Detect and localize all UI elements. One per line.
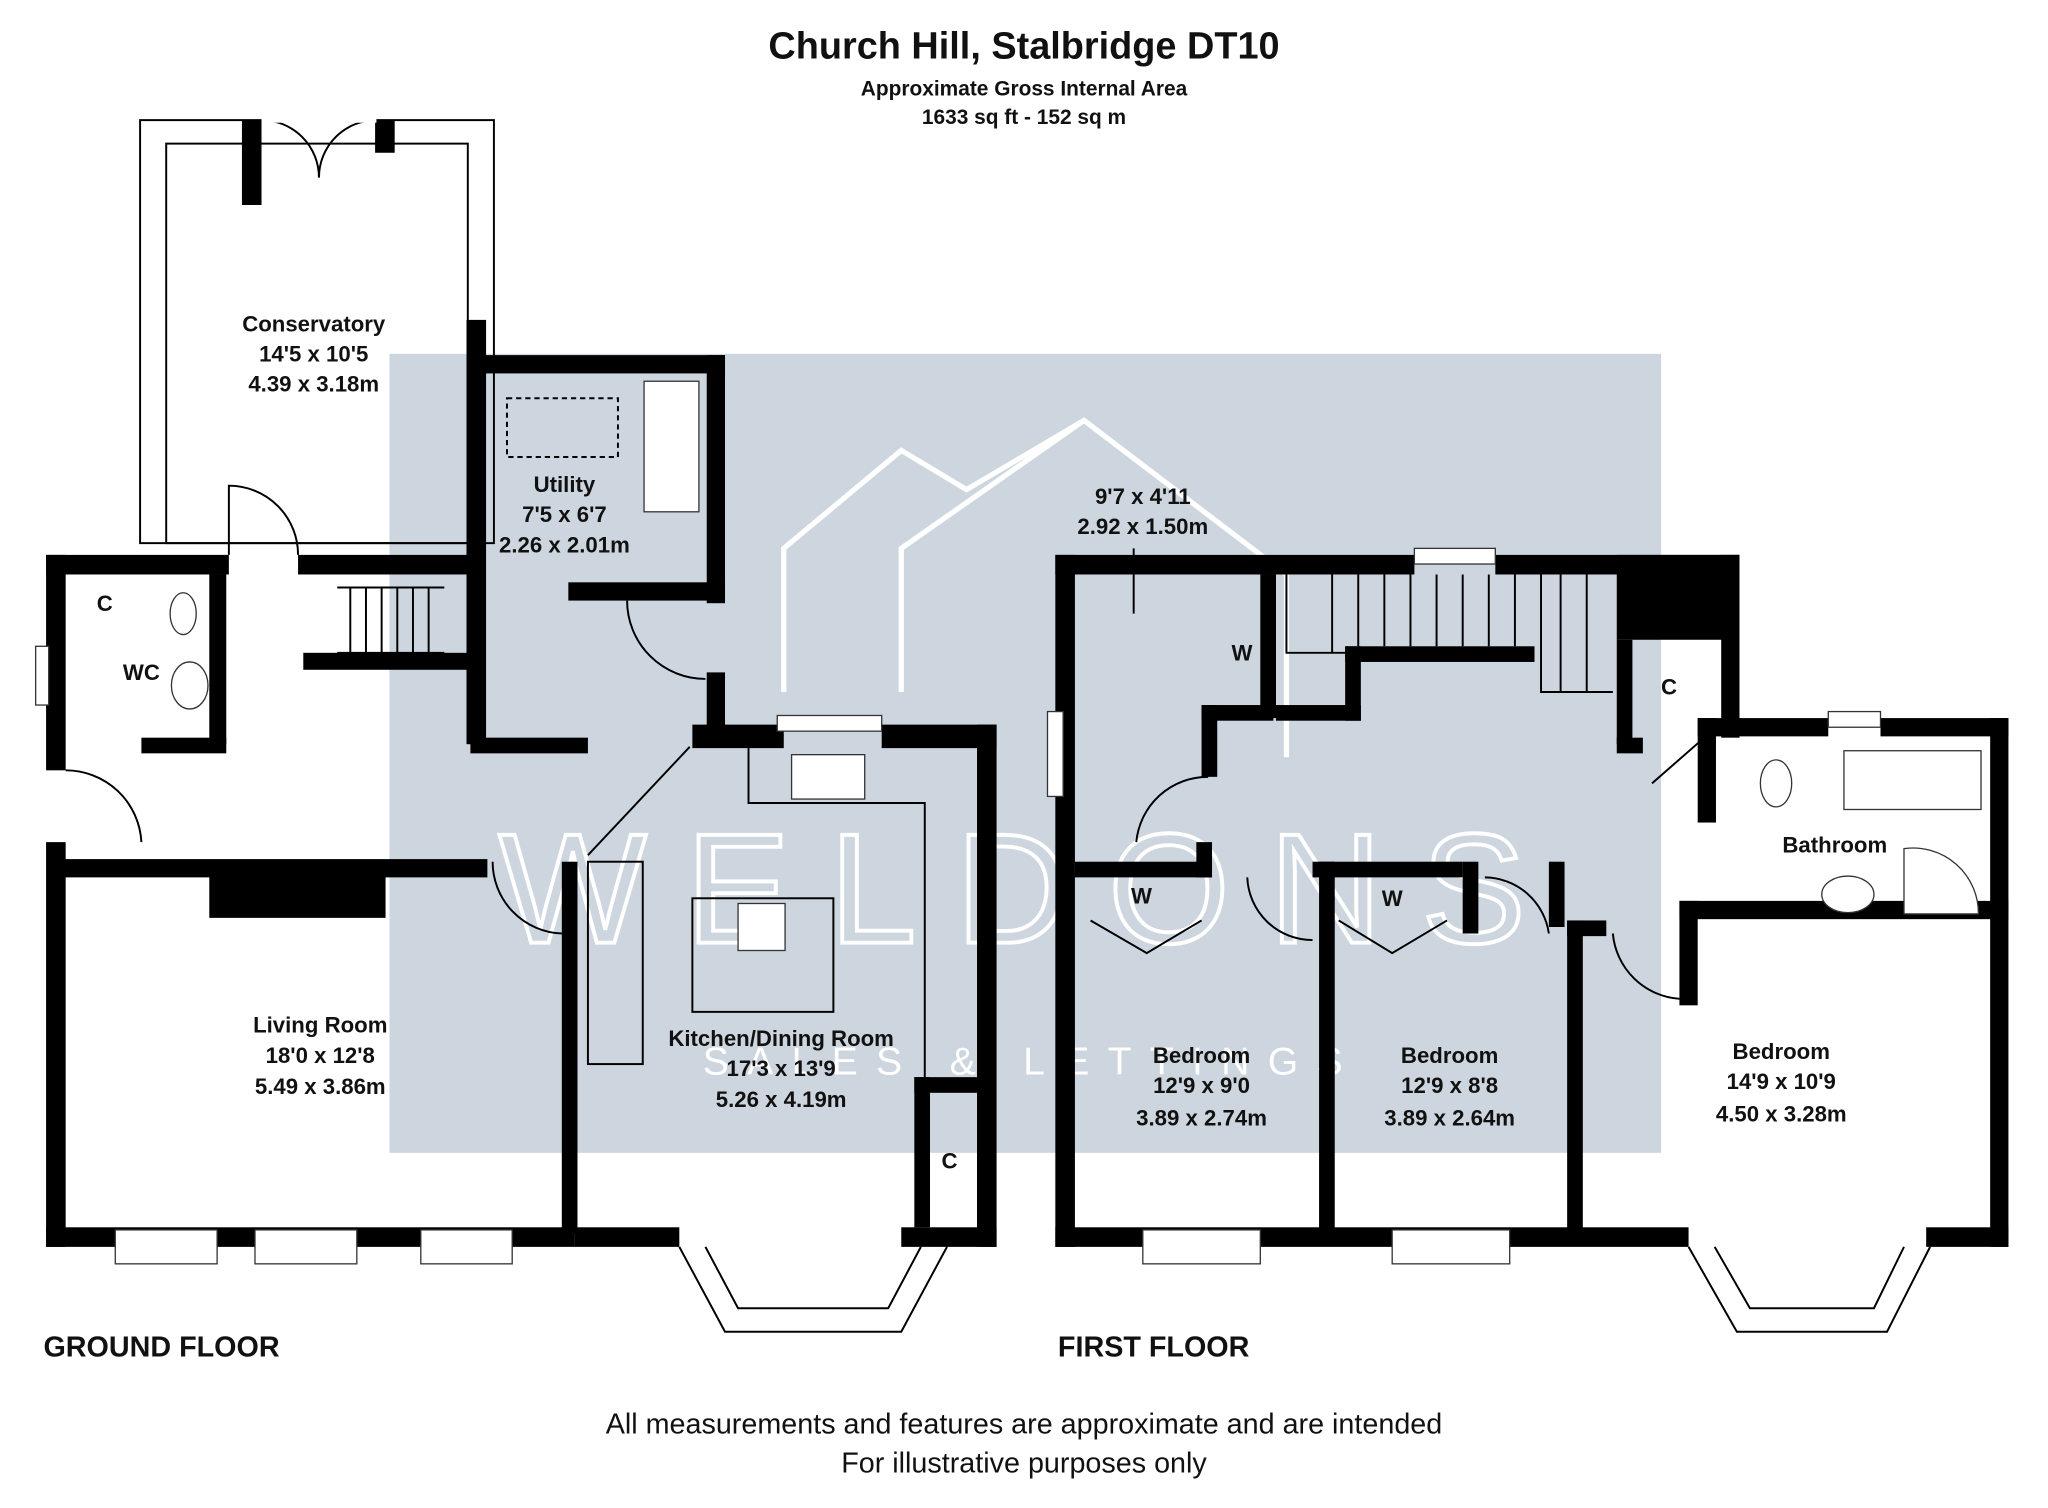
landing-imperial: 9'7 x 4'11 xyxy=(1095,484,1191,509)
bedroom1-imperial: 12'9 x 9'0 xyxy=(1153,1073,1250,1098)
bedroom2-metric: 3.89 x 2.64m xyxy=(1384,1105,1515,1130)
conservatory-metric: 4.39 x 3.18m xyxy=(248,372,379,397)
ground-floor-label: GROUND FLOOR xyxy=(43,1332,279,1364)
disclaimer-line-2: For illustrative purposes only xyxy=(841,1448,1207,1480)
wc-label: WC xyxy=(123,660,160,685)
gf-cupboard-label: C xyxy=(97,591,113,616)
bedroom2-name: Bedroom xyxy=(1401,1043,1498,1068)
bedroom2-wardrobe-label: W xyxy=(1382,886,1403,911)
first-floor-label: FIRST FLOOR xyxy=(1058,1332,1250,1364)
kitchen-cupboard-label: C xyxy=(942,1149,958,1174)
kitchen-metric: 5.26 x 4.19m xyxy=(716,1087,847,1112)
bedroom3-imperial: 14'9 x 10'9 xyxy=(1727,1069,1836,1094)
landing-cupboard-label: C xyxy=(1661,675,1677,700)
landing-metric: 2.92 x 1.50m xyxy=(1077,514,1208,539)
bedroom1-metric: 3.89 x 2.74m xyxy=(1136,1105,1267,1130)
first-floor-plan: W C Bathroom W W 9'7 x 4'11 2.92 x 1.50m… xyxy=(1046,484,2009,1364)
bedroom1-wardrobe-label: W xyxy=(1131,883,1152,908)
plan-subtitle: Approximate Gross Internal Area xyxy=(861,77,1188,100)
conservatory-name: Conservatory xyxy=(242,312,386,337)
watermark: WELDONS SALES & LETTINGS xyxy=(389,353,1662,1153)
utility-name: Utility xyxy=(534,472,596,497)
conservatory-imperial: 14'5 x 10'5 xyxy=(259,342,368,367)
bedroom3-name: Bedroom xyxy=(1733,1039,1830,1064)
kitchen-name: Kitchen/Dining Room xyxy=(668,1026,894,1051)
disclaimer-line-1: All measurements and features are approx… xyxy=(606,1409,1443,1441)
living-imperial: 18'0 x 12'8 xyxy=(266,1043,375,1068)
bedroom2-imperial: 12'9 x 8'8 xyxy=(1401,1073,1498,1098)
kitchen-imperial: 17'3 x 13'9 xyxy=(727,1056,836,1081)
plan-title: Church Hill, Stalbridge DT10 xyxy=(768,26,1279,68)
bedroom1-name: Bedroom xyxy=(1153,1043,1250,1068)
living-name: Living Room xyxy=(253,1013,387,1038)
landing-wardrobe-label: W xyxy=(1232,641,1253,666)
bedroom3-metric: 4.50 x 3.28m xyxy=(1716,1102,1847,1127)
watermark-tagline: SALES & LETTINGS xyxy=(703,1041,1361,1084)
living-metric: 5.49 x 3.86m xyxy=(255,1074,386,1099)
utility-metric: 2.26 x 2.01m xyxy=(499,532,630,557)
ground-floor-plan: C WC C Conservatory 14'5 x 10'5 4.39 x 3… xyxy=(34,114,997,1364)
utility-imperial: 7'5 x 6'7 xyxy=(522,502,607,527)
plan-area: 1633 sq ft - 152 sq m xyxy=(922,106,1126,129)
bathroom-label: Bathroom xyxy=(1782,833,1887,858)
watermark-brand: WELDONS xyxy=(499,802,1565,977)
